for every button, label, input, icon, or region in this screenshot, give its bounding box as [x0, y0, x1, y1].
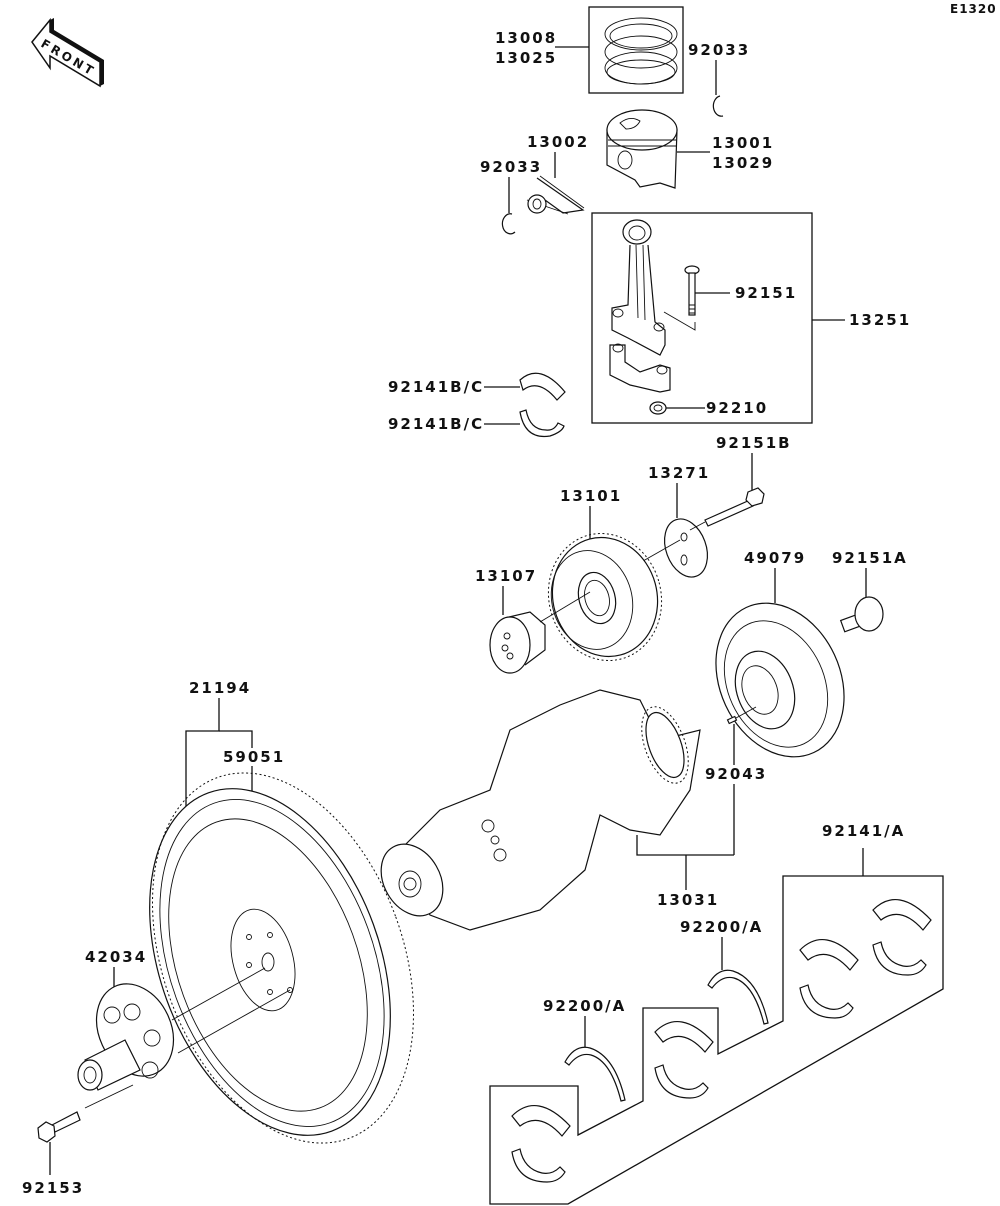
circlip-upper-part[interactable]	[712, 95, 724, 117]
label-13107: 13107	[475, 567, 537, 585]
label-92141bc-lower: 92141B/C	[388, 415, 484, 433]
conrod-bolt-part[interactable]	[684, 265, 700, 316]
circlip-lower-part[interactable]	[501, 213, 516, 235]
conrod-bearing-lower-part[interactable]	[519, 409, 565, 438]
label-13025: 13025	[495, 49, 557, 67]
plate-13271-part[interactable]	[657, 513, 715, 583]
label-13251: 13251	[849, 311, 911, 329]
ring-gear-59051-part[interactable]	[105, 737, 462, 1180]
thrust-washer-upper-part[interactable]	[707, 969, 769, 1025]
label-92043: 92043	[705, 765, 767, 783]
flywheel-part[interactable]	[105, 755, 435, 1169]
label-92151a: 92151A	[832, 549, 908, 567]
label-92151: 92151	[735, 284, 797, 302]
thrust-washer-lower-part[interactable]	[564, 1046, 626, 1102]
label-13101: 13101	[560, 487, 622, 505]
front-arrow-icon: FRONT	[31, 17, 104, 88]
conrod-nut-part[interactable]	[649, 401, 667, 415]
piston-part[interactable]	[606, 109, 678, 189]
crankshaft-13031-part[interactable]	[369, 689, 701, 931]
housing-49079-part[interactable]	[692, 582, 868, 778]
label-92200a-lower: 92200/A	[543, 997, 626, 1015]
label-13031: 13031	[657, 891, 719, 909]
label-92151b: 92151B	[716, 434, 792, 452]
diagram-code: E1320	[950, 2, 997, 16]
label-92033-upper: 92033	[688, 41, 750, 59]
label-92033-lower: 92033	[480, 158, 542, 176]
coupling-42034-part[interactable]	[77, 971, 188, 1091]
label-42034: 42034	[85, 948, 147, 966]
piston-pin-part[interactable]	[526, 175, 585, 215]
label-13002: 13002	[527, 133, 589, 151]
label-92141bc-upper: 92141B/C	[388, 378, 484, 396]
conrod-cap-part[interactable]	[609, 343, 671, 393]
label-13001: 13001	[712, 134, 774, 152]
main-bearing-shells[interactable]	[511, 899, 932, 1183]
label-92141a: 92141/A	[822, 822, 905, 840]
conrod-bearing-upper-part[interactable]	[519, 372, 566, 401]
label-13008: 13008	[495, 29, 557, 47]
label-13029: 13029	[712, 154, 774, 172]
shaft-13107-part[interactable]	[489, 611, 546, 674]
connecting-rod-part[interactable]	[611, 219, 666, 356]
label-92153: 92153	[22, 1179, 84, 1197]
label-92200a-upper: 92200/A	[680, 918, 763, 936]
label-21194: 21194	[189, 679, 251, 697]
label-49079: 49079	[744, 549, 806, 567]
label-92210: 92210	[706, 399, 768, 417]
bolt-92151a-part[interactable]	[839, 596, 884, 633]
bolt-92153-part[interactable]	[37, 1111, 81, 1143]
idler-gear-13101-part[interactable]	[534, 521, 675, 674]
label-59051: 59051	[223, 748, 285, 766]
bolt-92151b-part[interactable]	[704, 487, 765, 527]
pin-92043-part[interactable]	[726, 715, 738, 725]
label-13271: 13271	[648, 464, 710, 482]
piston-rings-part[interactable]	[588, 6, 684, 94]
